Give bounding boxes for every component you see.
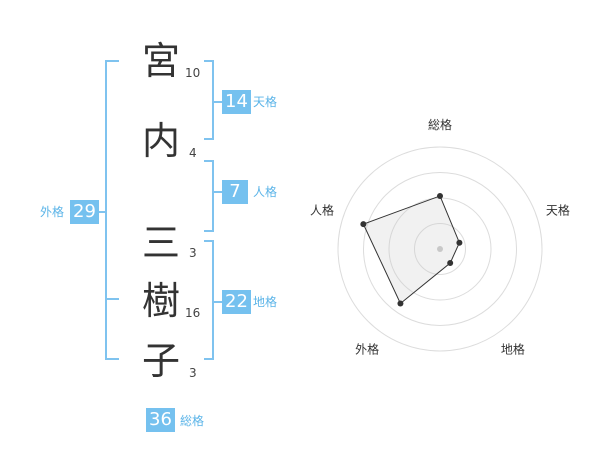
stroke-count-4: 16	[185, 306, 201, 320]
radar-point-総格	[437, 192, 443, 199]
radar-point-人格	[360, 221, 367, 228]
name-char-5: 子	[141, 339, 180, 383]
tenkaku-value: 14	[222, 90, 251, 114]
radar-ring-3	[363, 172, 517, 326]
radar-point-外格	[397, 300, 404, 307]
name-char-4: 樹	[141, 279, 180, 323]
soukaku-value: 36	[146, 408, 175, 432]
radar-axis-label-外格: 外格	[355, 341, 379, 356]
name-char-3: 三	[141, 221, 180, 265]
name-char-1: 宮	[141, 39, 180, 83]
stroke-count-2: 4	[189, 146, 197, 160]
radar-axis-label-総格: 総格	[428, 117, 452, 132]
stroke-count-1: 10	[185, 66, 201, 80]
gaikaku-value: 29	[70, 200, 99, 224]
soukaku-label: 総格	[180, 414, 205, 428]
jinkaku-value: 7	[222, 180, 248, 204]
chikaku-label: 地格	[253, 295, 278, 309]
radar-axis-label-人格: 人格	[310, 203, 334, 218]
tenkaku-label: 天格	[253, 95, 278, 109]
radar-ring-4	[337, 146, 543, 352]
radar-ring-1	[414, 223, 466, 275]
jinkaku-label: 人格	[253, 185, 278, 199]
gaikaku-label: 外格	[40, 205, 65, 219]
radar-axis-label-地格: 地格	[501, 341, 525, 356]
radar-axis-label-天格: 天格	[546, 203, 570, 218]
radar-series-polygon	[362, 195, 460, 305]
radar-point-地格	[447, 260, 454, 267]
radar-center-dot	[437, 246, 443, 252]
name-char-2: 内	[141, 119, 180, 163]
stroke-count-3: 3	[189, 246, 197, 260]
chikaku-value: 22	[222, 290, 251, 314]
radar-point-天格	[456, 239, 463, 246]
stroke-count-5: 3	[189, 366, 197, 380]
